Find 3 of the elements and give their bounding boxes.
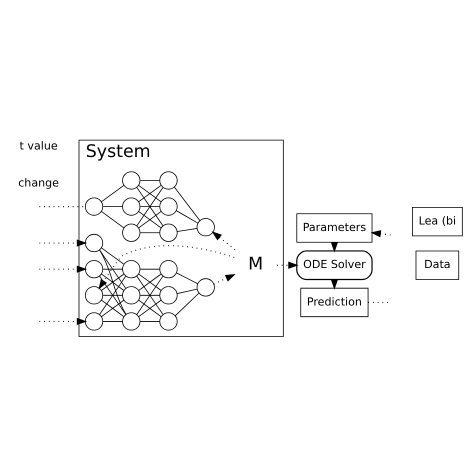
label: t value — [20, 138, 58, 152]
node-text: M — [248, 254, 264, 274]
label: change — [18, 176, 59, 190]
